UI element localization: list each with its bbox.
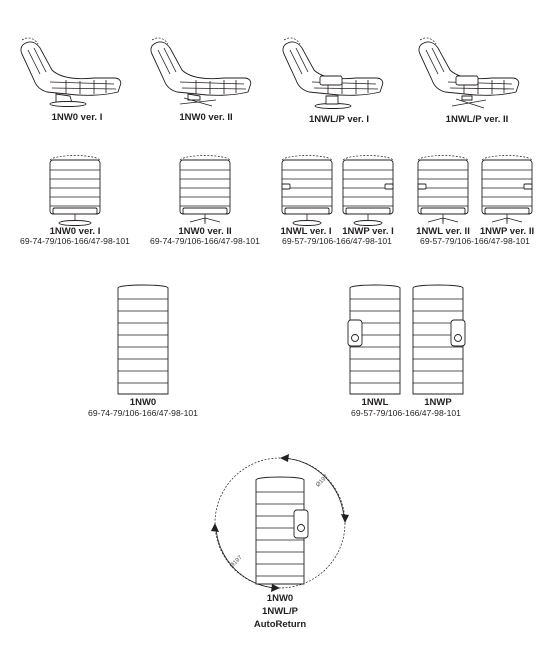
rotation-diagram: Ø197 Ø197 1NW0 1NWL/P AutoReturn [211, 454, 349, 630]
diameter-label: Ø197 [229, 554, 244, 569]
front-view-1nw0-ver1: 1NW0 ver. I 69-74-79/106-166/47-98-101 [20, 155, 130, 246]
front-view-1nwl-1nwp-ver2: 1NWL ver. II 1NWP ver. II 69-57-79/106-1… [416, 155, 534, 246]
front-view-dimensions: 69-57-79/106-166/47-98-101 [420, 236, 530, 246]
top-view-label-2: 1NWP [424, 397, 452, 408]
rotation-label-2: 1NWL/P [262, 606, 299, 617]
top-view-1nw0: 1NW0 69-74-79/106-166/47-98-101 [88, 284, 198, 418]
top-view-dimensions: 69-74-79/106-166/47-98-101 [88, 408, 198, 418]
front-view-label: 1NW0 ver. I [50, 226, 101, 237]
front-view-dimensions: 69-74-79/106-166/47-98-101 [150, 236, 260, 246]
side-view-label: 1NWL/P ver. II [446, 114, 509, 125]
front-view-dimensions: 69-74-79/106-166/47-98-101 [20, 236, 130, 246]
side-view-label: 1NW0 ver. II [179, 112, 232, 123]
top-view-label: 1NW0 [130, 397, 156, 408]
front-view-label: 1NW0 ver. II [178, 226, 231, 237]
arrow-icon [341, 514, 349, 523]
front-view-label-2: 1NWP ver. II [480, 226, 534, 237]
front-view-1nw0-ver2: 1NW0 ver. II 69-74-79/106-166/47-98-101 [150, 155, 260, 246]
top-view-dimensions: 69-57-79/106-166/47-98-101 [351, 408, 461, 418]
top-view-label: 1NWL [362, 397, 389, 408]
side-view-label: 1NWL/P ver. I [309, 114, 369, 125]
side-view-1nwl-p-ver2: 1NWL/P ver. II [418, 37, 520, 125]
front-view-label: 1NWL ver. I [280, 226, 331, 237]
front-view-1nwl-1nwp-ver1: 1NWL ver. I 1NWP ver. I 69-57-79/106-166… [280, 155, 394, 246]
rotation-arc-top [282, 457, 345, 519]
front-view-label-2: 1NWP ver. I [342, 226, 394, 237]
diameter-label: Ø197 [315, 473, 330, 488]
side-view-1nwl-p-ver1: 1NWL/P ver. I [282, 37, 384, 125]
front-view-dimensions: 69-57-79/106-166/47-98-101 [282, 236, 392, 246]
rotation-label-1: 1NW0 [267, 593, 293, 604]
side-view-1nw0-ver2: 1NW0 ver. II [150, 37, 252, 123]
rotation-label-3: AutoReturn [254, 619, 306, 630]
side-view-1nw0-ver1: 1NW0 ver. I [20, 37, 122, 123]
rotation-arc-bottom [215, 527, 277, 589]
arrow-icon [280, 454, 289, 462]
arrow-icon [211, 523, 219, 532]
front-view-label: 1NWL ver. II [416, 226, 470, 237]
rotation-chair [255, 476, 309, 585]
arrow-icon [271, 584, 280, 592]
side-view-label: 1NW0 ver. I [52, 112, 103, 123]
top-view-1nwl-1nwp: 1NWL 1NWP 69-57-79/106-166/47-98-101 [347, 284, 466, 418]
